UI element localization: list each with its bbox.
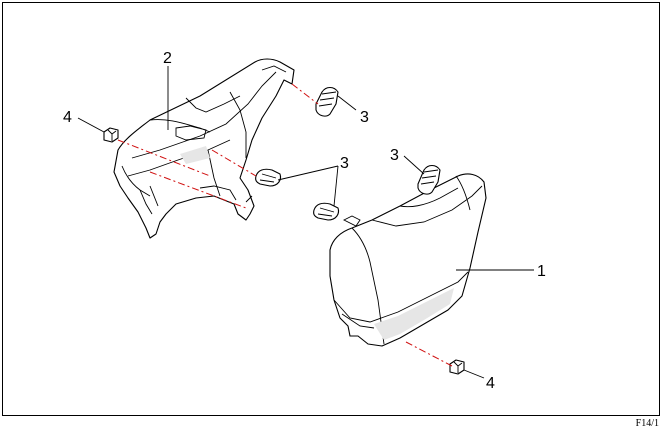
page-reference: F14/1 <box>635 418 659 429</box>
part-1-right-cover <box>329 173 487 347</box>
leader-lines <box>77 66 534 379</box>
part-4-bolt-left <box>103 127 119 143</box>
part-3-grommet-mid-upper <box>255 168 282 187</box>
part-3-grommet-mid-lower <box>313 202 340 221</box>
part-2-left-cover <box>113 58 295 239</box>
diagram-border <box>2 2 660 416</box>
callout-3-middle: 3 <box>340 155 349 172</box>
callout-4-right: 4 <box>486 375 495 392</box>
callout-3-top: 3 <box>360 109 369 126</box>
part-3-grommet-right <box>417 164 441 195</box>
callout-2: 2 <box>163 50 172 67</box>
callout-3-right: 3 <box>390 147 399 164</box>
callout-4-left: 4 <box>63 109 72 126</box>
assembly-axis-lines <box>117 83 453 367</box>
part-4-bolt-right <box>449 359 465 375</box>
callout-1: 1 <box>537 263 546 280</box>
part-3-grommet-top <box>315 86 339 117</box>
